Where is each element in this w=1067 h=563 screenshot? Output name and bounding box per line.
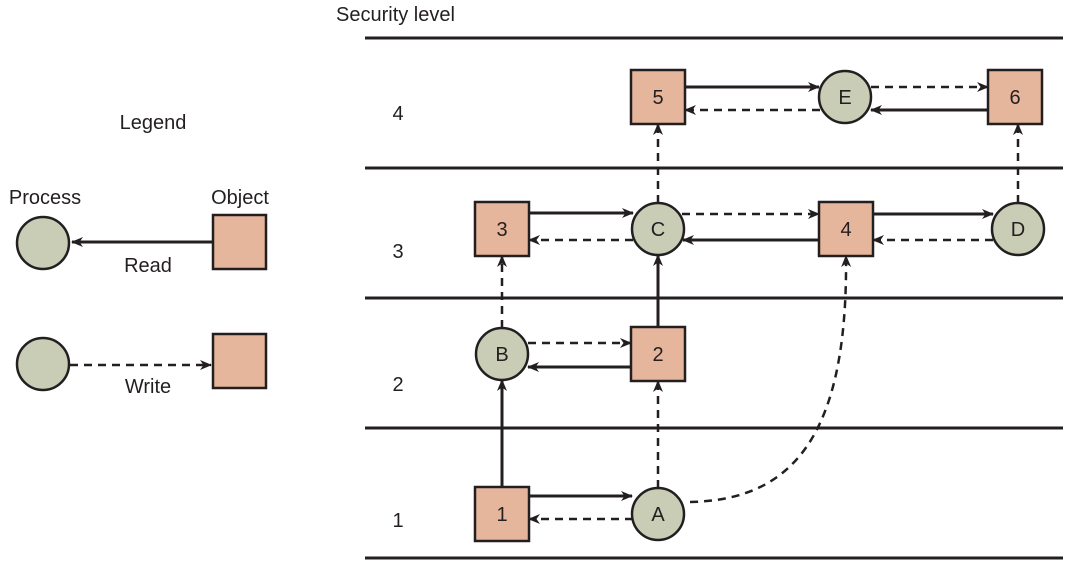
object-square bbox=[629, 68, 687, 126]
process-node-E: E bbox=[817, 69, 873, 125]
object-label: 1 bbox=[496, 504, 507, 526]
write-arrow-procA-to-obj4 bbox=[689, 255, 852, 504]
legend-process-circle bbox=[15, 336, 71, 392]
process-label: D bbox=[1011, 219, 1025, 241]
legend-write-label: Write bbox=[125, 376, 171, 398]
legend-object-square bbox=[211, 213, 268, 271]
object-label: 3 bbox=[496, 219, 507, 241]
process-label: B bbox=[495, 344, 508, 366]
object-label: 4 bbox=[840, 219, 851, 241]
object-square bbox=[629, 325, 687, 383]
object-node-2: 2 bbox=[629, 325, 687, 383]
flow-edges bbox=[497, 82, 1023, 524]
object-square bbox=[473, 200, 531, 258]
process-circle bbox=[630, 486, 686, 542]
process-label: E bbox=[838, 87, 851, 109]
flow-nodes: 5 E 6 3 C 4 D B 2 1 A bbox=[473, 68, 1046, 543]
level-separators bbox=[365, 36, 1063, 560]
process-circle bbox=[990, 201, 1046, 257]
legend-object-label: Object bbox=[211, 187, 269, 209]
object-label: 2 bbox=[652, 344, 663, 366]
legend-read-label: Read bbox=[124, 255, 172, 277]
legend-title: Legend bbox=[120, 112, 187, 134]
object-square bbox=[986, 68, 1044, 126]
level-label-2: 2 bbox=[392, 374, 403, 396]
object-square bbox=[817, 200, 875, 258]
diagram-title: Security level bbox=[336, 4, 455, 26]
legend-process-circle bbox=[15, 215, 71, 271]
process-node-A: A bbox=[630, 486, 686, 542]
legend-object-square bbox=[211, 332, 268, 390]
object-node-4: 4 bbox=[817, 200, 875, 258]
level-label-4: 4 bbox=[392, 103, 403, 125]
object-node-3: 3 bbox=[473, 200, 531, 258]
process-node-D: D bbox=[990, 201, 1046, 257]
object-node-6: 6 bbox=[986, 68, 1044, 126]
process-circle bbox=[630, 201, 686, 257]
process-label: C bbox=[651, 219, 665, 241]
object-square bbox=[473, 485, 531, 543]
process-circle bbox=[474, 326, 530, 382]
process-circle bbox=[817, 69, 873, 125]
process-label: A bbox=[651, 504, 665, 526]
object-label: 6 bbox=[1009, 87, 1020, 109]
legend-process-label: Process bbox=[9, 187, 81, 209]
legend: Legend Process Object Read Write bbox=[9, 112, 269, 398]
level-label-3: 3 bbox=[392, 241, 403, 263]
object-node-5: 5 bbox=[629, 68, 687, 126]
process-node-B: B bbox=[474, 326, 530, 382]
object-node-1: 1 bbox=[473, 485, 531, 543]
process-node-C: C bbox=[630, 201, 686, 257]
object-label: 5 bbox=[652, 87, 663, 109]
level-label-1: 1 bbox=[392, 510, 403, 532]
